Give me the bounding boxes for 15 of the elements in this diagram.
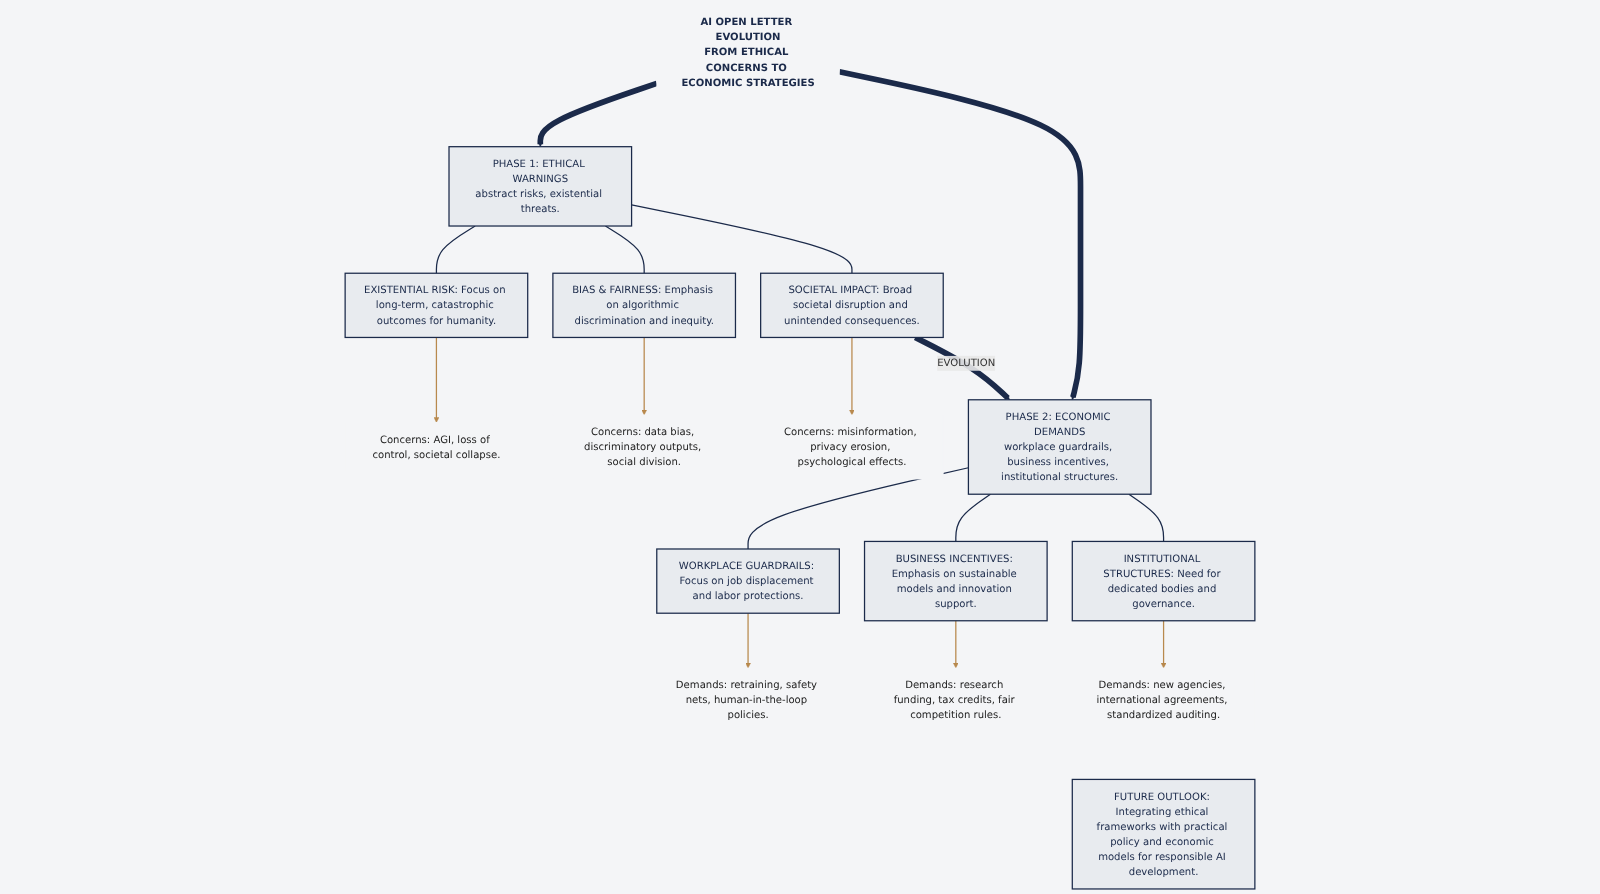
connector bbox=[1128, 493, 1165, 543]
arrow bbox=[537, 80, 658, 147]
arrow bbox=[838, 68, 1084, 401]
arrow bbox=[433, 336, 440, 423]
connector bbox=[604, 225, 645, 274]
connector bbox=[955, 493, 992, 543]
arrow bbox=[953, 620, 959, 669]
arrow bbox=[849, 336, 855, 416]
connector bbox=[435, 225, 476, 274]
connector bbox=[747, 467, 970, 550]
arrow bbox=[745, 612, 751, 669]
arrow bbox=[1160, 620, 1167, 669]
arrow bbox=[641, 336, 647, 416]
arrow bbox=[913, 334, 1010, 401]
connector bbox=[630, 204, 853, 274]
